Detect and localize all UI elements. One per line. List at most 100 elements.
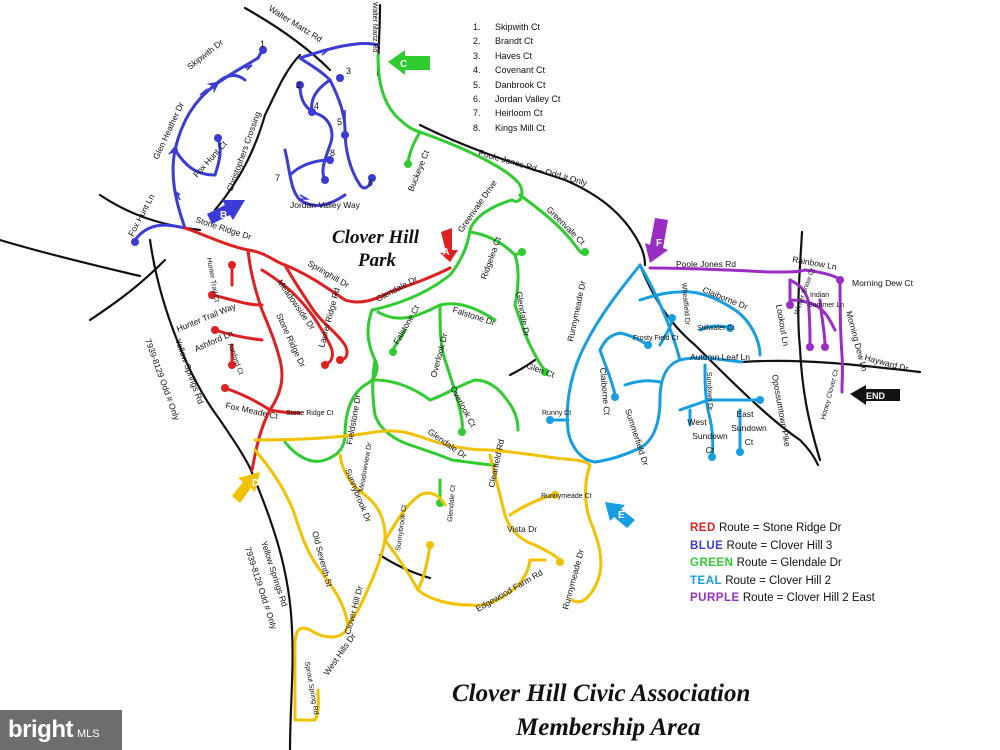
- route-teal: [548, 263, 762, 464]
- street-label: Poole Jones Rd: [676, 259, 736, 269]
- street-label: East: [736, 409, 754, 419]
- street-label: Falstone Ct: [391, 303, 422, 346]
- street-label: Vista Dr: [507, 524, 537, 534]
- court-key-row: 4.Covenant Ct: [473, 65, 546, 76]
- street-label: Sprout Spring Rd: [303, 661, 319, 715]
- street-label: Glendale Dr: [374, 274, 419, 304]
- street-label: Fox Hunt Ln: [126, 192, 157, 238]
- street-label: Claiborne Ct: [598, 367, 612, 416]
- legend-color-word: GREEN: [690, 557, 734, 569]
- street-label: Christophers Crossing: [224, 110, 262, 193]
- street-label: Runnymeade Ct: [541, 493, 592, 500]
- street-label: Sunnybrook Dr: [343, 467, 374, 523]
- legend-row-red: RED Route = Stone Ridge Dr: [690, 522, 842, 534]
- map-title-line1: Clover Hill Civic Association: [452, 680, 750, 707]
- legend-color-word: RED: [690, 522, 716, 534]
- street-label: Edgewood Farm Rd: [474, 567, 545, 614]
- street-label: Sundown: [731, 423, 767, 433]
- marker-c: C: [388, 50, 430, 75]
- street-label: Hayward Dr: [863, 352, 909, 373]
- marker-e: E: [605, 502, 635, 528]
- street-label: Rainbow Ln: [792, 254, 838, 272]
- street-label: Ridgelea Ct: [478, 235, 503, 281]
- street-label: Glendale Ct: [447, 485, 457, 522]
- svg-text:END: END: [866, 391, 886, 401]
- street-label: Walter Martz Rd: [371, 2, 378, 52]
- marker-f: F: [645, 218, 668, 263]
- street-label: Ct: [706, 445, 715, 455]
- legend-color-word: PURPLE: [690, 592, 740, 604]
- marker-a: A: [440, 228, 458, 262]
- street-label: Runnymeade Dr: [565, 280, 588, 343]
- watermark-suffix: MLS: [76, 728, 100, 740]
- route-teal-dots: [546, 314, 764, 461]
- court-number-8: 8: [330, 148, 335, 158]
- road-christophers-left: [213, 53, 302, 212]
- road-hayward-dr: [740, 359, 922, 374]
- svg-text:A: A: [442, 247, 449, 258]
- park-label-line2: Park: [357, 250, 397, 271]
- road-glen-ct-stub: [508, 358, 537, 377]
- street-label: Morning Dew Ct: [852, 278, 914, 288]
- court-key-row: 7.Heirloom Ct: [473, 108, 543, 119]
- street-label: Lookout Ln: [774, 304, 791, 347]
- court-numbers: 1 2 3 4 5 6 7 8: [260, 39, 373, 188]
- street-label: Stillwater Ct: [697, 325, 734, 332]
- road-yellow-springs-west: [88, 258, 167, 322]
- route-red-dots: [208, 261, 344, 392]
- court-key-row: 8.Kings Mill Ct: [473, 122, 546, 133]
- street-label: Sundown: [692, 431, 728, 441]
- route-purple-dots: [786, 276, 844, 351]
- street-label: Ashford Ct: [226, 342, 244, 376]
- street-label: Hunter Trail Ct: [205, 257, 220, 303]
- svg-text:D: D: [252, 478, 259, 489]
- court-key-row: 1.Skipwith Ct: [473, 22, 541, 32]
- court-number-3: 3: [346, 66, 351, 76]
- legend-color-word: TEAL: [690, 574, 723, 587]
- road-yellow-springs-upper: [0, 238, 142, 278]
- court-number-5: 5: [337, 117, 342, 127]
- legend-row-blue: BLUE Route = Clover Hill 3: [690, 539, 833, 552]
- street-label: Skipwith Dr: [185, 37, 225, 71]
- street-label: Summerfield Dr: [623, 408, 651, 467]
- court-number-1: 1: [260, 39, 265, 49]
- street-label: Stone Ridge Ct: [286, 410, 334, 417]
- street-label: Sunnybrook Ct: [395, 504, 408, 551]
- street-label: Runny Ct: [542, 410, 571, 417]
- street-label: Opossumtown Pike: [770, 374, 793, 448]
- legend-color-word: BLUE: [690, 539, 724, 552]
- street-label: West: [687, 417, 707, 427]
- marker-end: END: [850, 385, 900, 405]
- svg-text:F: F: [656, 238, 662, 249]
- court-key-row: 6.Jordan Valley Ct: [473, 93, 561, 104]
- court-key-row: 2.Brandt Ct: [473, 36, 534, 47]
- bright-mls-watermark: bright MLS: [0, 710, 122, 750]
- svg-text:C: C: [400, 59, 407, 70]
- legend-row-teal: TEAL Route = Clover Hill 2: [690, 574, 832, 587]
- route-blue-arrows: [175, 49, 346, 201]
- map-title-line2: Membership Area: [515, 714, 701, 741]
- street-label: Morning Dew Ln: [844, 310, 870, 373]
- street-label: Indian: [810, 292, 829, 299]
- street-label: Fox Meade Ct: [225, 400, 280, 421]
- route-yellow-dots: [426, 491, 564, 566]
- street-label: Autumn Leaf Ln: [690, 352, 750, 362]
- street-label: Ct: [745, 437, 754, 447]
- street-label: Walter Martz Rd: [267, 3, 324, 44]
- street-label: Springhill Dr: [306, 258, 351, 290]
- street-label: Summer Ln: [808, 302, 844, 309]
- route-blue: [133, 41, 380, 244]
- street-label: 7939-8129 Odd # Only: [143, 337, 182, 422]
- park-label-line1: Clover Hill: [332, 227, 420, 248]
- court-key: 1.Skipwith Ct 2.Brandt Ct 3.Haves Ct 4.C…: [473, 20, 613, 135]
- street-label: Jordan Valley Way: [290, 200, 361, 210]
- route-blue-dots: [131, 46, 376, 246]
- street-label: Frosty Field Ct: [633, 335, 679, 342]
- street-label: Fox Hunt Ct: [191, 138, 229, 179]
- road-yellow-springs-main: [148, 238, 294, 750]
- court-number-2: 2: [296, 80, 301, 90]
- svg-text:E: E: [618, 510, 625, 521]
- road-right-vertical: [797, 230, 822, 462]
